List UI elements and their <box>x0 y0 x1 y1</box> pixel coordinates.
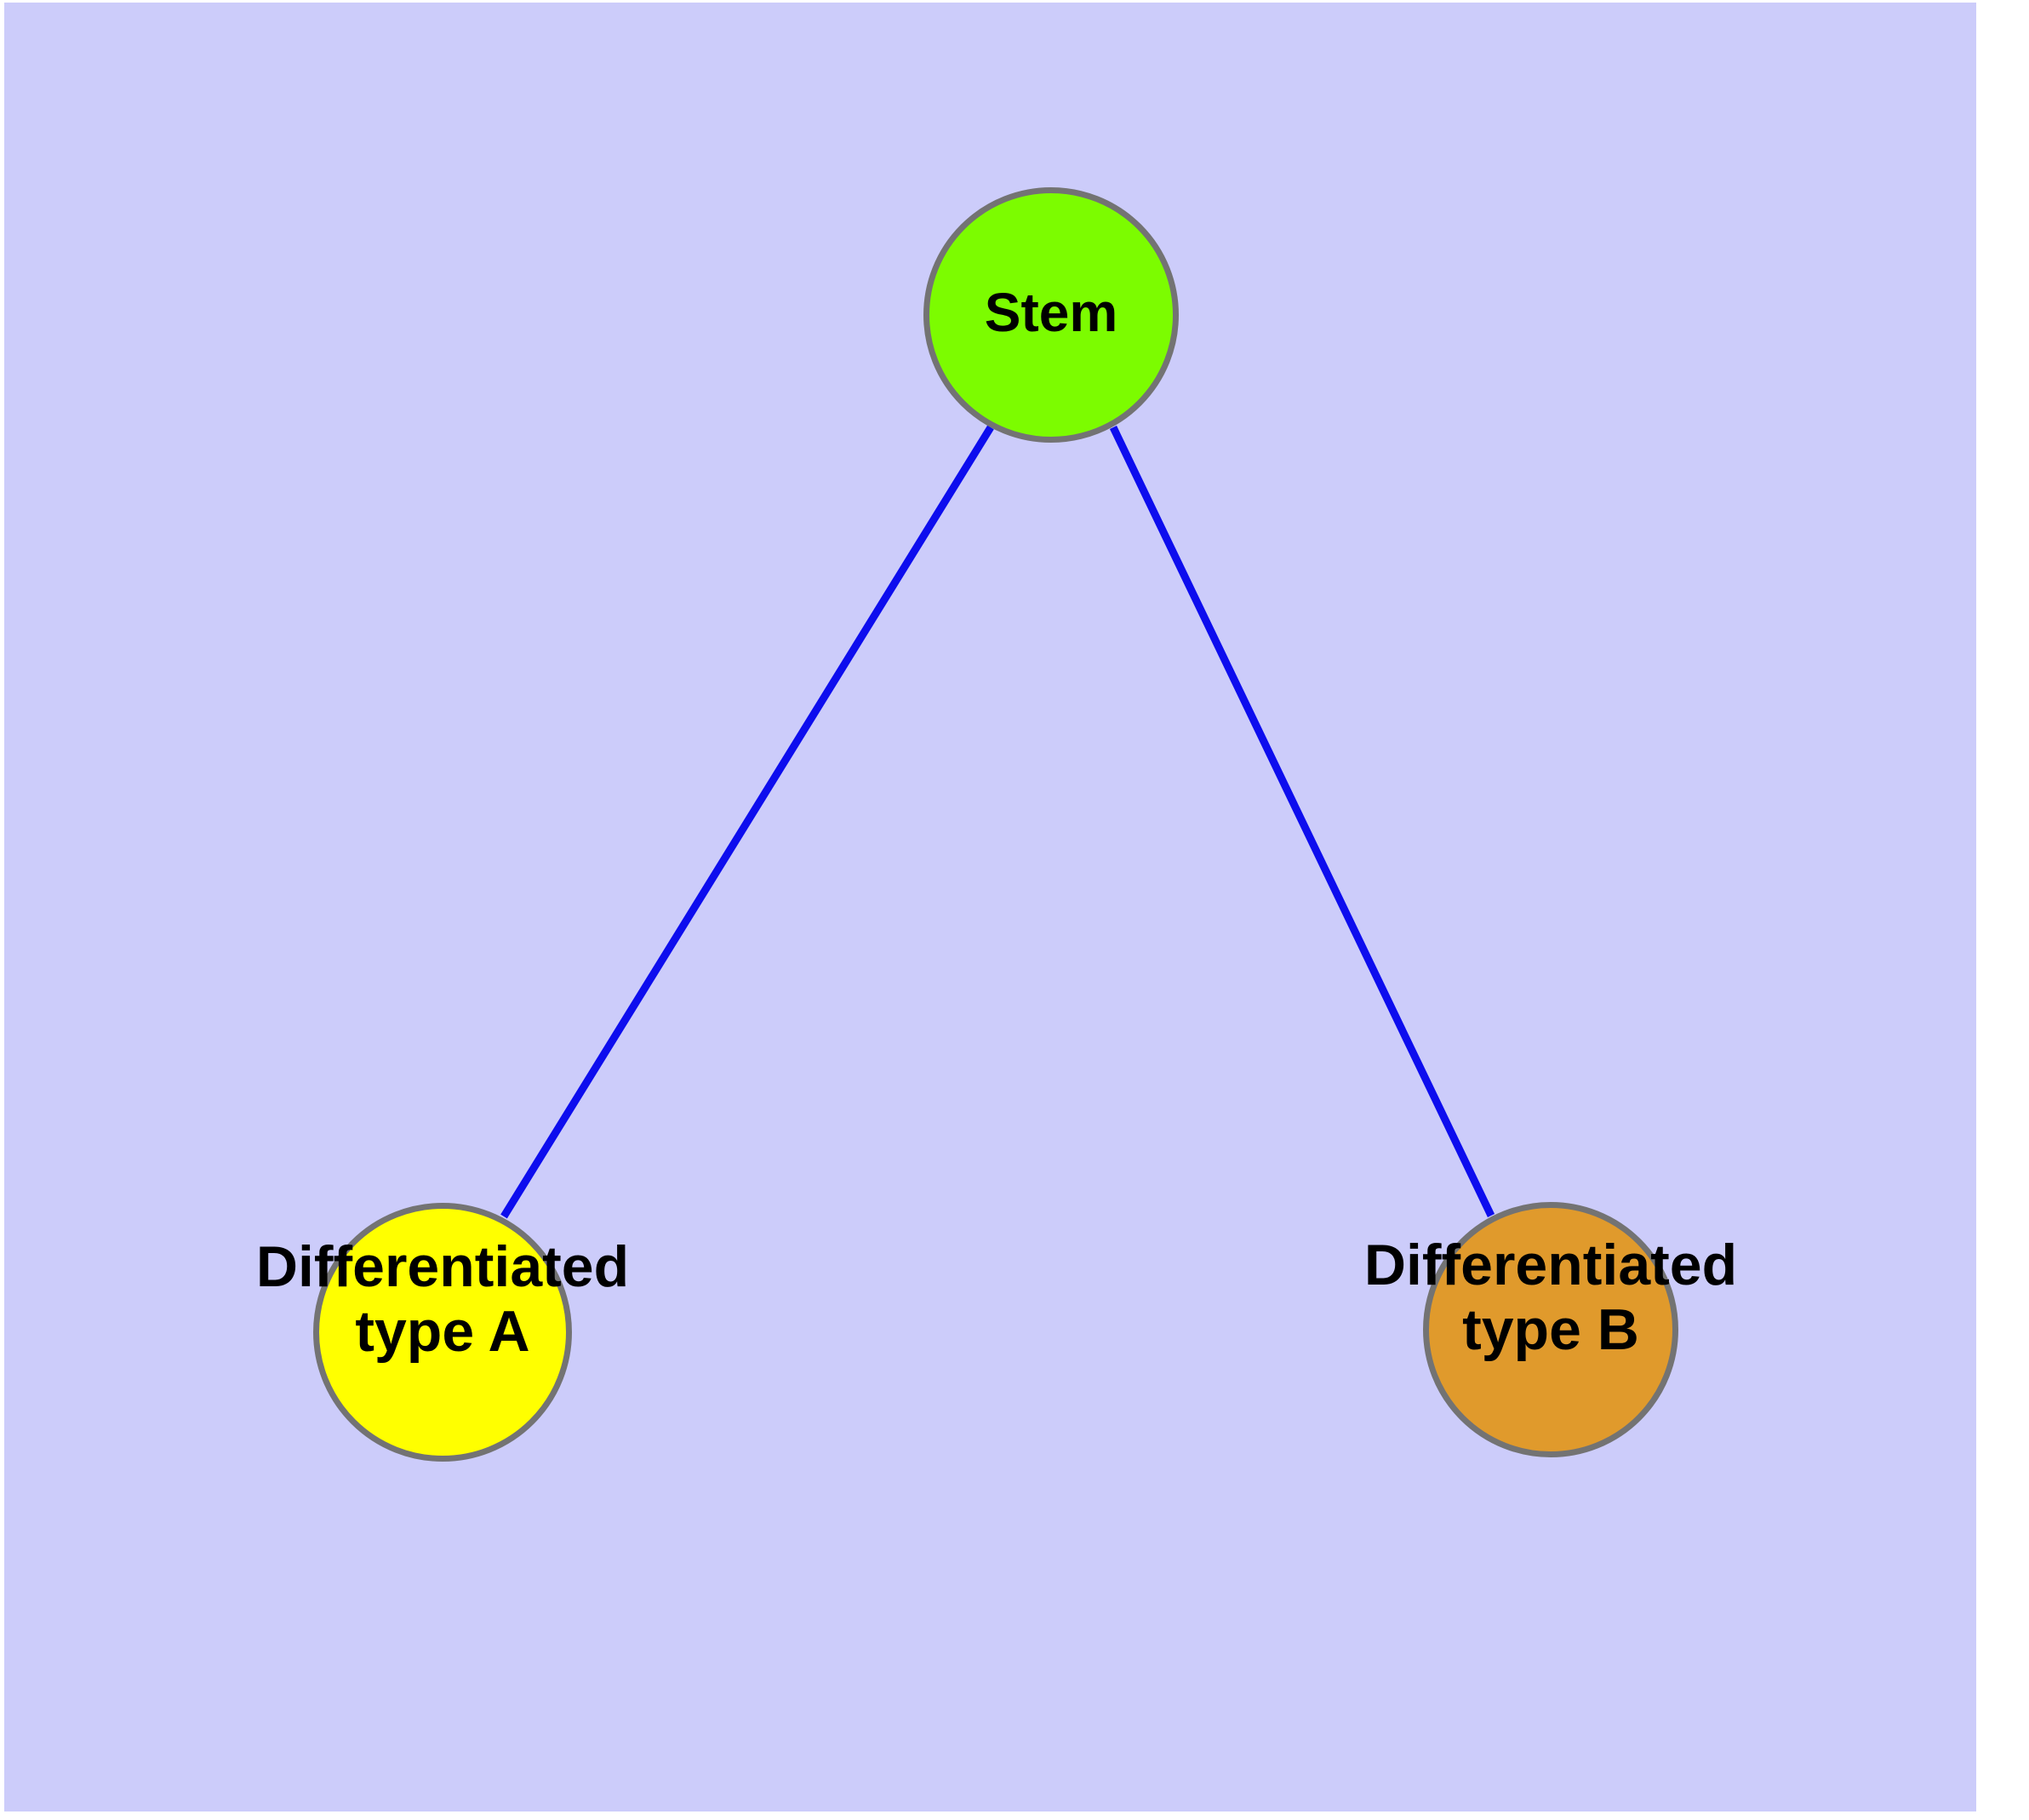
edge-layer <box>500 425 1495 1219</box>
edge-stem-to-differentiated-type-a[interactable] <box>500 425 994 1219</box>
node-differentiated-type-a[interactable] <box>313 1203 572 1462</box>
edge-stem-to-differentiated-type-b[interactable] <box>1109 426 1495 1217</box>
node-layer <box>313 187 1678 1462</box>
node-stem[interactable] <box>923 187 1179 443</box>
node-differentiated-type-b[interactable] <box>1423 1202 1678 1457</box>
